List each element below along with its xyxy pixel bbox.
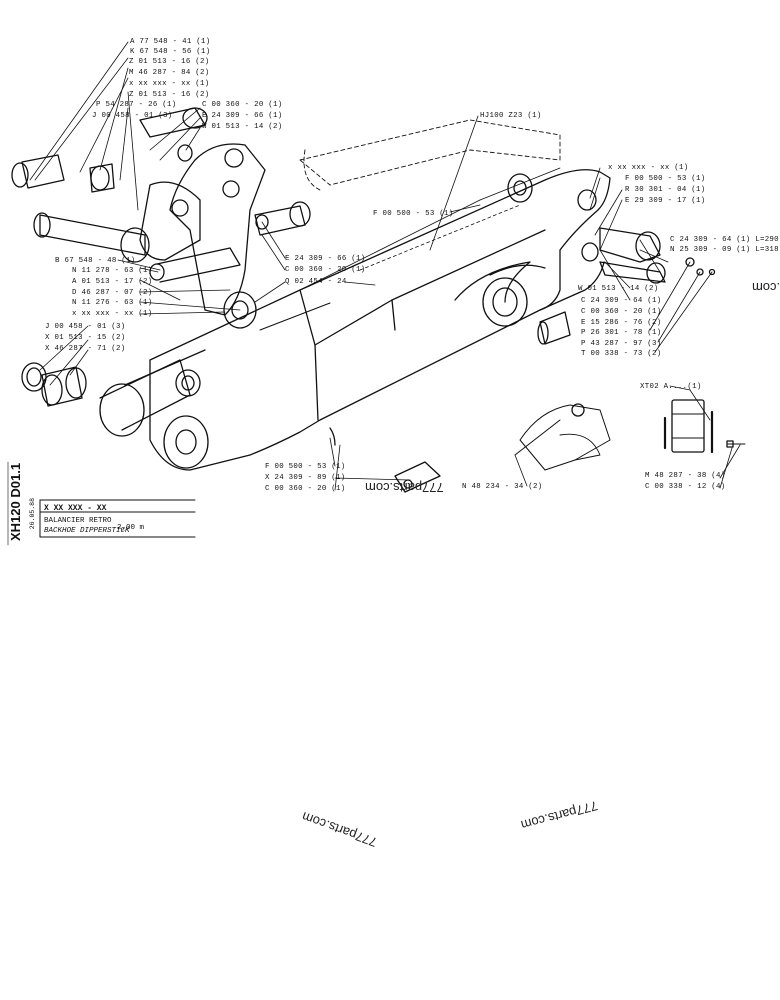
part-ref: X XX XXX - XX: [44, 504, 107, 513]
callout-label: C 00 338 - 12 (4): [645, 483, 726, 491]
callout-label: X 01 513 - 15 (2): [45, 334, 126, 342]
callout-label: N 11 276 - 63 (1): [72, 299, 153, 307]
part-name-fr: BALANCIER RETRO: [44, 517, 112, 525]
callout-label: B 67 548 - 48 (1): [55, 257, 136, 265]
watermark: .com: [752, 280, 780, 295]
callout-label: X 24 309 - 89 (1): [265, 474, 346, 482]
callout-label: F 00 500 - 53 (1): [265, 463, 346, 471]
inset-assembly: [514, 403, 611, 471]
callout-label: C 00 360 - 20 (1): [265, 485, 346, 493]
callout-label: Z 01 513 - 16 (2): [129, 58, 210, 66]
callout-label: Z 01 513 - 16 (2): [129, 91, 210, 99]
watermark: 777parts.com: [365, 480, 444, 495]
callout-label: E 15 286 - 76 (2): [581, 319, 662, 327]
callout-label: D 46 287 - 07 (2): [72, 289, 153, 297]
callout-label: x xx xxx - xx (1): [129, 80, 210, 88]
callout-label: M 48 287 - 38 (4): [645, 472, 726, 480]
callout-label: P 26 301 - 78 (1): [581, 329, 662, 337]
drawing-date: 26.05.88: [29, 498, 36, 530]
callout-label: x xx xxx - xx (1): [72, 310, 153, 318]
callout-label: J 00 458 - 01 (3): [45, 323, 126, 331]
callout-label: C 24 309 - 64 (1) L=290: [670, 236, 779, 244]
callout-label: E 29 309 - 17 (1): [625, 197, 706, 205]
linkage-assembly: [11, 107, 441, 493]
callout-label: F 00 500 - 53 (1): [373, 210, 454, 218]
callout-label: E 24 309 - 66 (1): [285, 255, 366, 263]
callout-label: A 77 548 - 41 (1): [130, 38, 211, 46]
callout-label: N 11 278 - 63 (1): [72, 267, 153, 275]
callout-label: P 43 287 - 97 (3): [581, 340, 662, 348]
callout-label: A 01 513 - 17 (2): [72, 278, 153, 286]
callout-label: C 24 309 - 64 (1): [581, 297, 662, 305]
callout-label: Q 02 454 - 24: [285, 278, 347, 286]
part-length: 2,00 m: [117, 524, 145, 532]
callout-label: C 00 360 - 20 (1): [285, 266, 366, 274]
callout-label: C 00 360 - 20 (1): [581, 308, 662, 316]
callout-label: M 46 287 - 84 (2): [129, 69, 210, 77]
callout-label: F 00 500 - 53 (1): [625, 175, 706, 183]
callout-label: C 00 360 - 20 (1): [202, 101, 283, 109]
callout-label: E 24 309 - 66 (1): [202, 112, 283, 120]
callout-label: K 67 548 - 56 (1): [130, 48, 211, 56]
cylinder-inset: [663, 399, 746, 454]
dipperstick-beam: [99, 119, 611, 471]
callout-label: x xx xxx - xx (1): [608, 164, 689, 172]
callout-label: J 00 458 - 01 (3): [92, 112, 173, 120]
callout-label: W 01 513 - 14 (2): [202, 123, 283, 131]
title-block-frame: [7, 461, 196, 546]
callout-label: N 48 234 - 34 (2): [462, 483, 543, 491]
callout-label: X 46 287 - 71 (2): [45, 345, 126, 353]
drawing-code: XH120 D01.1: [8, 462, 23, 542]
leader-lines: [29, 41, 741, 491]
callout-label: W 01 513 - 14 (2): [578, 285, 659, 293]
callout-label: XT02 A....(1): [640, 383, 702, 391]
right-pin-assembly: [581, 227, 716, 284]
callout-label: N 25 309 - 09 (1) L=318: [670, 246, 779, 254]
callout-label: P 54 287 - 26 (1): [96, 101, 177, 109]
callout-label: HJ100 Z23 (1): [480, 112, 542, 120]
part-name-en: BACKHOE DIPPERSTICK: [44, 527, 130, 535]
callout-label: T 00 338 - 73 (2): [581, 350, 662, 358]
callout-label: R 30 301 - 04 (1): [625, 186, 706, 194]
